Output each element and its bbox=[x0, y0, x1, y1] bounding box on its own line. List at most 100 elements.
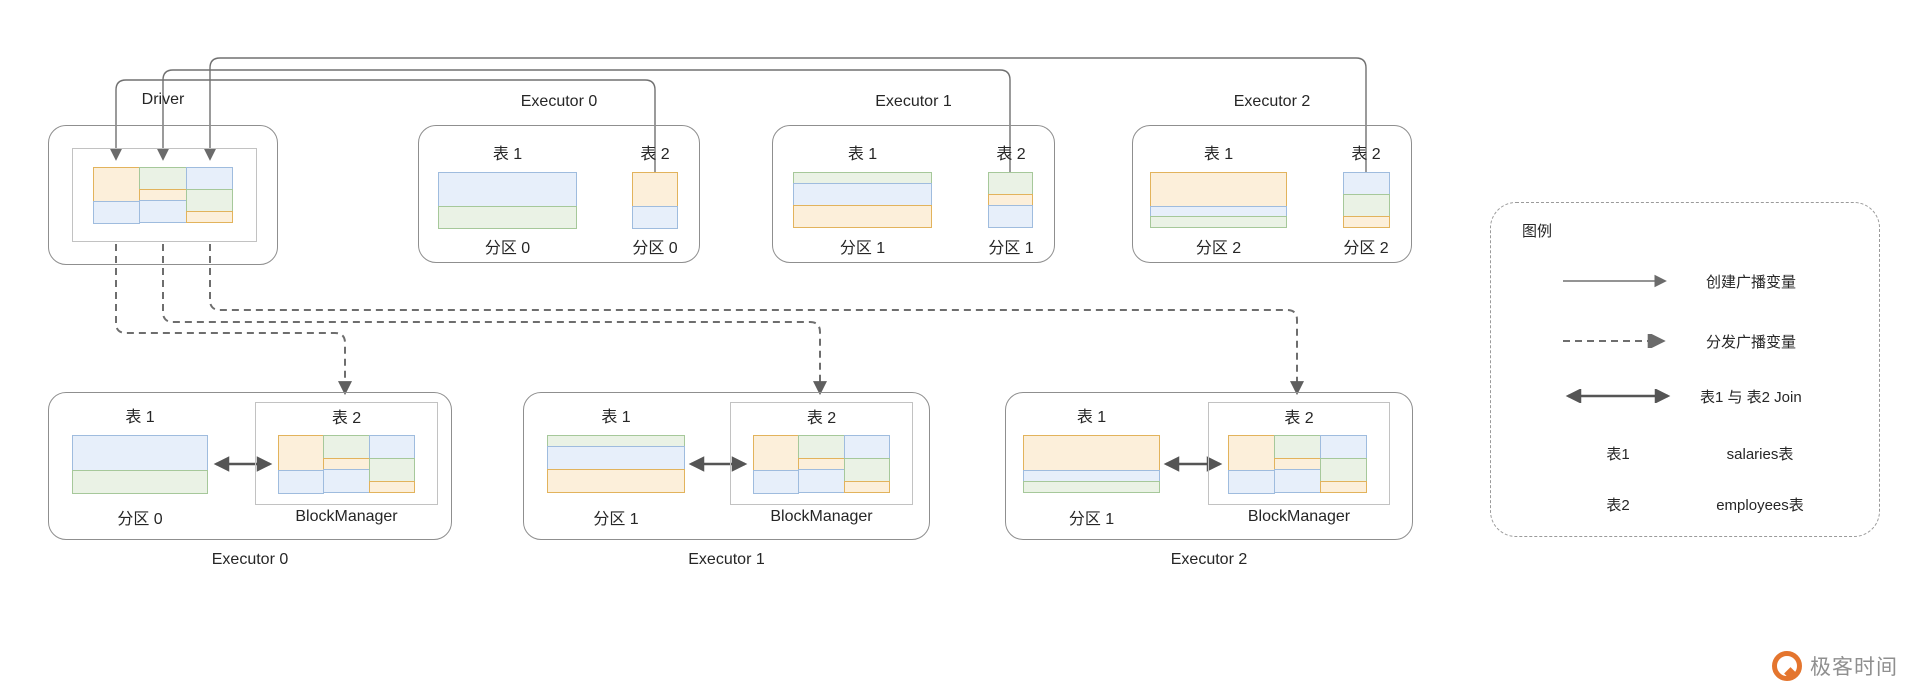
block-green bbox=[323, 435, 370, 459]
legend-mapping-table2-key: 表2 bbox=[1606, 496, 1630, 514]
bottom-executor-1-table2-label: 表 2 bbox=[806, 410, 837, 427]
legend-solid-arrow-icon bbox=[1563, 274, 1667, 288]
legend-item-distribute-label: 分发广播变量 bbox=[1706, 333, 1797, 351]
top-executor-1-partition1-label: 分区 1 bbox=[839, 240, 886, 257]
legend-dashed-arrow-icon bbox=[1563, 334, 1666, 348]
block-green bbox=[185, 189, 233, 213]
top-executor-0-table1-blocks bbox=[438, 172, 577, 230]
bottom-executor-0-box bbox=[48, 392, 452, 540]
block-column bbox=[753, 435, 800, 495]
block-blue bbox=[438, 172, 577, 207]
block-blue bbox=[753, 470, 800, 494]
block-column bbox=[93, 167, 141, 225]
top-executor-1-box bbox=[772, 125, 1055, 263]
block-green bbox=[1274, 435, 1321, 459]
driver-box bbox=[48, 125, 278, 265]
bottom-executor-2-table1-label: 表 1 bbox=[1076, 409, 1107, 426]
block-blue bbox=[278, 470, 325, 494]
top-executor-0-partition2-label: 分区 0 bbox=[632, 240, 678, 257]
block-green bbox=[1343, 194, 1390, 218]
bottom-executor-0-table2-label: 表 2 bbox=[331, 410, 362, 427]
bottom-executor-2-blockmanager-label: BlockManager bbox=[1247, 508, 1351, 525]
bottom-executor-2-blockmanager-box bbox=[1208, 402, 1390, 505]
top-executor-2-title: Executor 2 bbox=[1233, 93, 1311, 110]
bottom-executor-1-blockmanager-grid bbox=[753, 435, 890, 495]
top-executor-1-table1-label: 表 1 bbox=[847, 146, 878, 163]
bottom-executor-0-blockmanager-label: BlockManager bbox=[295, 508, 398, 525]
legend-title: 图例 bbox=[1522, 222, 1553, 240]
distribute-broadcast-line-1 bbox=[162, 244, 827, 396]
legend-item-join-label: 表1 与 表2 Join bbox=[1700, 388, 1802, 406]
block-green bbox=[368, 458, 415, 482]
bottom-executor-2-box bbox=[1005, 392, 1413, 540]
legend-mapping-table1-key: 表1 bbox=[1606, 445, 1630, 463]
block-blue bbox=[1343, 172, 1390, 196]
block-green bbox=[1150, 216, 1287, 228]
bottom-executor-0-title: Executor 0 bbox=[211, 551, 289, 568]
block-orange bbox=[368, 481, 415, 493]
block-blue bbox=[1320, 435, 1367, 459]
block-orange bbox=[1228, 435, 1275, 471]
block-blue bbox=[185, 167, 233, 191]
driver-memory-rect bbox=[72, 148, 257, 242]
block-orange bbox=[93, 167, 141, 202]
distribute-broadcast-line-0 bbox=[115, 244, 352, 396]
legend-box bbox=[1490, 202, 1880, 537]
block-column bbox=[1228, 435, 1275, 495]
block-green bbox=[1320, 458, 1367, 482]
top-executor-2-table2-blocks bbox=[1343, 172, 1390, 230]
block-blue bbox=[988, 204, 1033, 228]
block-orange bbox=[1150, 172, 1287, 207]
block-blue bbox=[1228, 470, 1275, 494]
block-blue bbox=[72, 435, 208, 471]
bottom-executor-0-blockmanager-grid bbox=[278, 435, 415, 495]
top-executor-1-title: Executor 1 bbox=[875, 93, 952, 110]
bottom-executor-2-partition-label: 分区 1 bbox=[1068, 511, 1115, 528]
block-orange bbox=[278, 435, 325, 471]
block-green bbox=[988, 172, 1033, 196]
bottom-executor-0-table1-label: 表 1 bbox=[125, 409, 155, 426]
block-column bbox=[798, 435, 845, 495]
block-blue bbox=[1274, 469, 1321, 493]
distribute-broadcast-line-2 bbox=[209, 244, 1304, 396]
bottom-executor-0-blockmanager-box bbox=[255, 402, 438, 505]
top-executor-1-table1-blocks bbox=[793, 172, 932, 230]
top-executor-2-box bbox=[1132, 125, 1412, 263]
top-executor-0-partition1-label: 分区 0 bbox=[484, 240, 531, 257]
block-blue bbox=[139, 199, 187, 223]
block-orange bbox=[1023, 435, 1160, 471]
driver-title: Driver bbox=[141, 91, 185, 108]
block-orange bbox=[843, 481, 890, 493]
bottom-executor-1-title: Executor 1 bbox=[688, 551, 765, 568]
block-blue bbox=[793, 182, 932, 206]
block-column bbox=[185, 167, 233, 225]
bottom-executor-1-table1-label: 表 1 bbox=[601, 409, 631, 426]
top-executor-0-table2-label: 表 2 bbox=[640, 146, 670, 163]
legend-item-create-label: 创建广播变量 bbox=[1706, 273, 1797, 291]
block-blue bbox=[323, 469, 370, 493]
legend-mapping-table1-value: salaries表 bbox=[1726, 445, 1794, 463]
bottom-executor-1-blockmanager-label: BlockManager bbox=[770, 508, 873, 525]
block-green bbox=[843, 458, 890, 482]
block-blue bbox=[547, 446, 685, 470]
top-executor-2-partition1-label: 分区 2 bbox=[1195, 240, 1242, 257]
block-orange bbox=[547, 469, 685, 493]
top-executor-2-partition2-label: 分区 2 bbox=[1343, 240, 1389, 257]
legend-double-arrow-icon bbox=[1565, 389, 1671, 403]
block-orange bbox=[1320, 481, 1367, 493]
block-column bbox=[323, 435, 370, 495]
top-executor-0-title: Executor 0 bbox=[520, 93, 598, 110]
geektime-logo: 极客时间 bbox=[1772, 651, 1898, 681]
block-column bbox=[139, 167, 187, 225]
block-column bbox=[1320, 435, 1367, 495]
block-orange bbox=[793, 204, 932, 228]
legend-mapping-table2-value: employees表 bbox=[1716, 496, 1804, 514]
block-green bbox=[438, 205, 577, 229]
bottom-executor-1-box bbox=[523, 392, 930, 540]
block-blue bbox=[843, 435, 890, 459]
block-blue bbox=[798, 469, 845, 493]
top-executor-1-partition2-label: 分区 1 bbox=[988, 240, 1034, 257]
bottom-executor-1-partition-label: 分区 1 bbox=[593, 511, 639, 528]
block-green bbox=[1023, 481, 1160, 493]
